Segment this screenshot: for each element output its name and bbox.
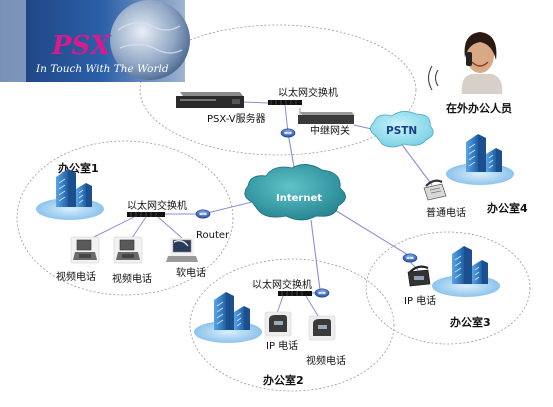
office1-building-icon <box>35 168 105 221</box>
office1-router-label: Router <box>196 230 230 241</box>
remote-worker-label: 在外办公人员 <box>446 101 512 115</box>
psx-logo-subtitle: In Touch With The World <box>35 63 169 75</box>
remote-worker-photo <box>450 28 506 94</box>
office2-title: 办公室2 <box>263 373 304 387</box>
psx-v-server[interactable] <box>176 92 269 108</box>
link-internet-office2 <box>310 219 321 291</box>
gateway-label: 中继网关 <box>310 124 350 137</box>
office3-ip-phone-icon[interactable] <box>407 265 431 287</box>
office3-title: 办公室3 <box>450 315 491 329</box>
office2-video-phone-label: 视频电话 <box>306 354 346 367</box>
psx-logo-title: PSX <box>51 31 112 61</box>
office3-site-boundary <box>365 231 531 345</box>
hq-site-boundary <box>139 24 417 156</box>
internet-cloud: Internet <box>244 164 346 221</box>
office4-regular-phone-icon[interactable] <box>423 179 447 201</box>
office1-video-phone-2-label: 视频电话 <box>112 272 152 285</box>
office4-building-icon <box>445 133 515 186</box>
office3-ip-phone-label: IP 电话 <box>404 294 436 307</box>
hq-ethernet-switch[interactable] <box>268 100 302 134</box>
hq-switch-label: 以太网交换机 <box>278 86 338 99</box>
link-internet-office3 <box>329 206 409 256</box>
server-label: PSX-V服务器 <box>207 112 266 125</box>
psx-logo-banner: PSX In Touch With The World <box>0 0 190 82</box>
office2-site-boundary <box>189 258 395 392</box>
pstn-cloud: PSTN <box>370 111 434 148</box>
office3-router-icon[interactable] <box>402 253 418 263</box>
office4-phone-label: 普通电话 <box>426 206 466 219</box>
link-internet-office1 <box>202 201 253 215</box>
office2-router-icon[interactable] <box>314 288 330 298</box>
office1-video-phone-1-label: 视频电话 <box>56 270 96 283</box>
office2-ip-phone-icon[interactable] <box>264 311 292 337</box>
office1-switch-label: 以太网交换机 <box>127 199 187 212</box>
globe-icon <box>110 0 190 80</box>
office2-switch-label: 以太网交换机 <box>252 278 312 291</box>
signal-waves-icon <box>427 65 439 91</box>
office2-ip-phone-label: IP 电话 <box>266 339 298 352</box>
link-pstn-phone <box>399 141 433 186</box>
office1-softphone-laptop-icon[interactable] <box>166 238 198 262</box>
office2-video-phone-icon[interactable] <box>308 315 336 341</box>
office3-building-icon <box>431 245 501 298</box>
office1-router-icon[interactable] <box>195 209 211 219</box>
office1-ethernet-switch[interactable] <box>91 212 196 239</box>
trunk-gateway[interactable] <box>298 108 354 124</box>
office1-video-phone-1-icon[interactable] <box>70 236 100 264</box>
internet-label: Internet <box>276 193 322 204</box>
office1-video-phone-2-icon[interactable] <box>113 236 143 264</box>
pstn-label: PSTN <box>386 125 417 137</box>
office1-site-boundary <box>16 140 234 296</box>
hq-router-icon[interactable] <box>280 128 296 138</box>
office2-building-icon <box>193 291 263 344</box>
office4-title: 办公室4 <box>487 201 528 215</box>
office1-softphone-label: 软电话 <box>176 266 206 279</box>
